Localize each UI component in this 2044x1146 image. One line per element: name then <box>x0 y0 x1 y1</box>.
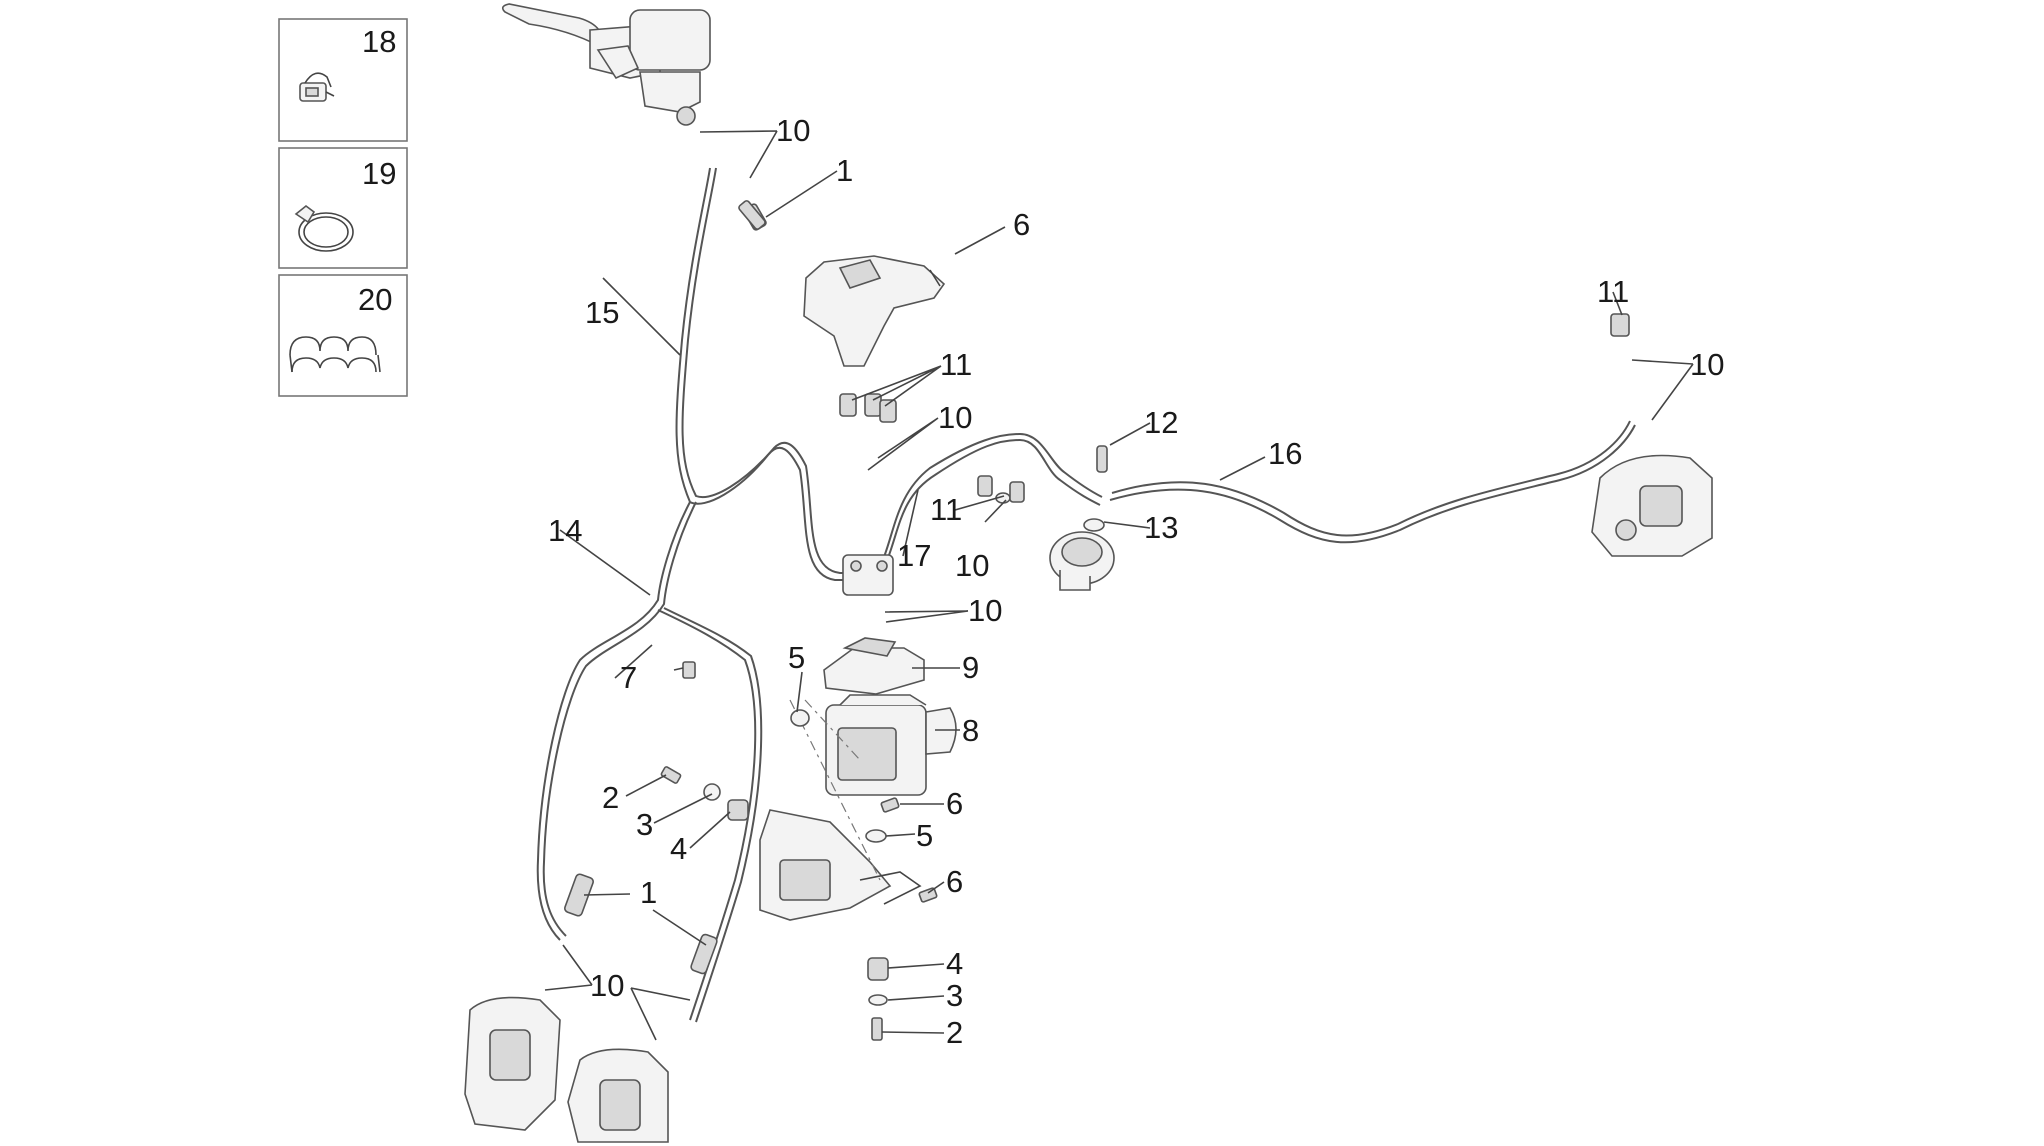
legend-number-20: 20 <box>358 282 392 317</box>
leader-lines <box>544 130 1694 1041</box>
legend-box-20: 20 <box>278 274 408 397</box>
legend-box-18: 18 <box>278 18 408 142</box>
callout-1: 1 <box>836 153 853 188</box>
callout-11: 11 <box>930 492 962 527</box>
callout-10: 10 <box>968 593 1002 628</box>
hose-clamp-icon <box>294 204 354 252</box>
rear-master-cylinder <box>1049 531 1115 591</box>
callout-6: 6 <box>946 864 963 899</box>
callout-10: 10 <box>776 113 810 148</box>
callout-9: 9 <box>962 650 979 685</box>
callout-2: 2 <box>946 1015 963 1050</box>
legend-number-18: 18 <box>362 24 396 59</box>
callout-12: 12 <box>1144 405 1178 440</box>
abs-top-bracket <box>823 637 925 695</box>
small-parts <box>564 200 1630 1041</box>
front-right-brake-caliper <box>567 1048 669 1143</box>
callout-10: 10 <box>955 548 989 583</box>
callout-14: 14 <box>548 513 582 548</box>
callout-5: 5 <box>916 818 933 853</box>
callout-10: 10 <box>590 968 624 1003</box>
hose-clip-icon <box>299 72 335 102</box>
hoses <box>536 167 1636 1023</box>
callout-15: 15 <box>585 295 619 330</box>
callout-6: 6 <box>946 786 963 821</box>
abs-modulator-unit <box>825 694 957 796</box>
callout-11: 11 <box>1597 274 1629 309</box>
callout-7: 7 <box>620 660 637 695</box>
callout-16: 16 <box>1268 436 1302 471</box>
legend-box-19: 19 <box>278 147 408 269</box>
callout-4: 4 <box>670 831 687 866</box>
callout-10: 10 <box>938 400 972 435</box>
callout-4: 4 <box>946 946 963 981</box>
callout-3: 3 <box>946 978 963 1013</box>
callout-3: 3 <box>636 807 653 842</box>
callout-17: 17 <box>897 538 931 573</box>
callout-8: 8 <box>962 713 979 748</box>
rear-brake-caliper <box>1591 454 1713 557</box>
front-left-brake-caliper <box>464 996 561 1131</box>
callout-5: 5 <box>788 640 805 675</box>
callout-13: 13 <box>1144 510 1178 545</box>
callout-2: 2 <box>602 780 619 815</box>
front-brake-master-cylinder <box>501 3 711 126</box>
cable-guide-icon <box>289 336 381 373</box>
callout-1: 1 <box>640 875 657 910</box>
abs-lower-bracket <box>759 809 922 921</box>
callout-10: 10 <box>1690 347 1724 382</box>
callout-labels: 10 1 6 15 11 10 11 10 12 16 13 14 11 10 … <box>548 113 1724 1050</box>
junction-bracket <box>803 255 946 367</box>
distribution-block <box>842 554 894 596</box>
callout-6: 6 <box>1013 207 1030 242</box>
legend-number-19: 19 <box>362 156 396 191</box>
callout-11: 11 <box>940 347 972 382</box>
